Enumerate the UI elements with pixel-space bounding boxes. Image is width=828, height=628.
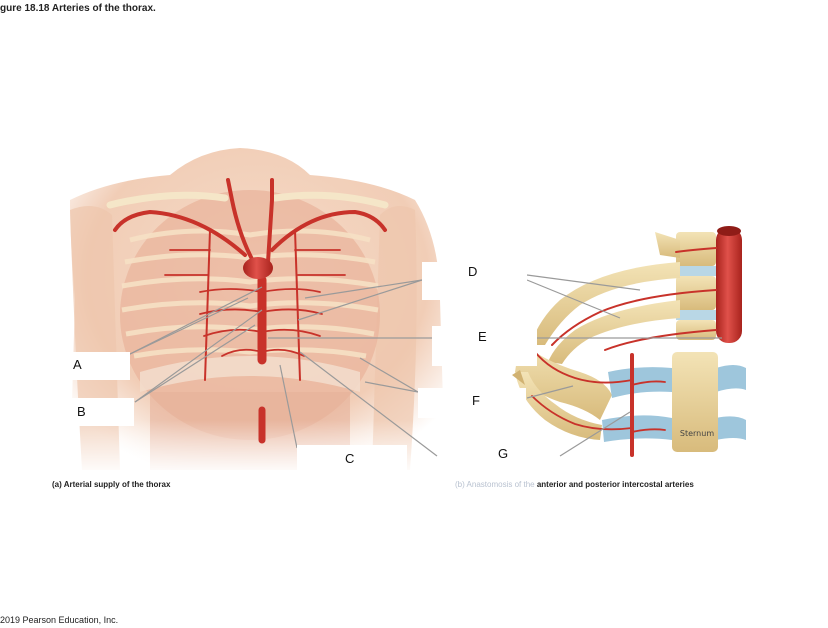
- label-box-d: D: [422, 262, 527, 300]
- caption-panel-b: (b) Anastomosis of the anterior and post…: [455, 480, 694, 489]
- caption-panel-b-text: anterior and posterior intercostal arter…: [536, 480, 694, 489]
- label-box-a: A: [25, 352, 130, 380]
- descending-aorta: [716, 228, 742, 343]
- leader-lines: [127, 274, 722, 457]
- label-box-e: E: [432, 326, 537, 366]
- label-box-g: G: [450, 442, 558, 470]
- arteries: [113, 178, 387, 444]
- label-box-f: F: [418, 388, 526, 418]
- label-box-b: B: [52, 398, 134, 426]
- label-box-c: C: [297, 445, 407, 473]
- label-c: C: [345, 451, 355, 466]
- sternum: [672, 352, 718, 452]
- label-f: F: [472, 393, 480, 408]
- label-e: E: [478, 329, 487, 344]
- aortic-arch: [243, 257, 273, 279]
- label-b: B: [77, 404, 86, 419]
- label-a: A: [73, 357, 82, 372]
- label-d: D: [468, 264, 478, 279]
- intercostal-panel: [512, 226, 746, 457]
- copyright-notice: 2019 Pearson Education, Inc.: [0, 615, 119, 625]
- caption-panel-a: (a) Arterial supply of the thorax: [52, 480, 171, 489]
- caption-panel-b-obscured: (b) Anastomosis of the: [455, 480, 535, 489]
- figure-title: gure 18.18 Arteries of the thorax.: [0, 3, 156, 14]
- sternum-label: Sternum: [680, 429, 714, 438]
- label-g: G: [498, 446, 509, 461]
